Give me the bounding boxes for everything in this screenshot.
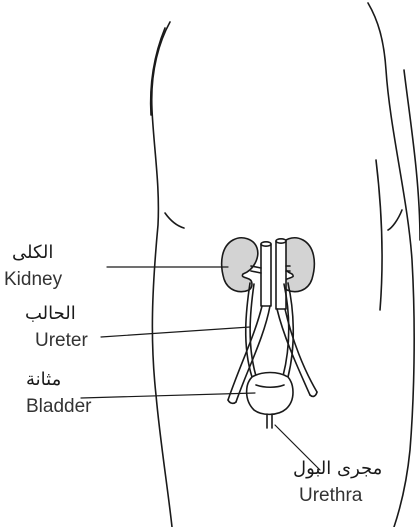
left-kidney xyxy=(222,238,258,292)
great-vessels xyxy=(261,239,286,309)
bladder-label-ar: مثانة xyxy=(26,371,61,389)
bladder-label-en: Bladder xyxy=(26,397,92,416)
ureter-label-en: Ureter xyxy=(35,331,88,350)
ureter-leader xyxy=(101,327,250,337)
ureter-label-ar: الحالب xyxy=(25,305,76,323)
urethra-label-en: Urethra xyxy=(299,486,362,505)
urethra-label-ar: مجرى البول xyxy=(293,460,382,478)
kidney-label-ar: الكلى xyxy=(12,244,53,262)
kidney-label-en: Kidney xyxy=(4,270,62,289)
urethra xyxy=(267,414,272,428)
